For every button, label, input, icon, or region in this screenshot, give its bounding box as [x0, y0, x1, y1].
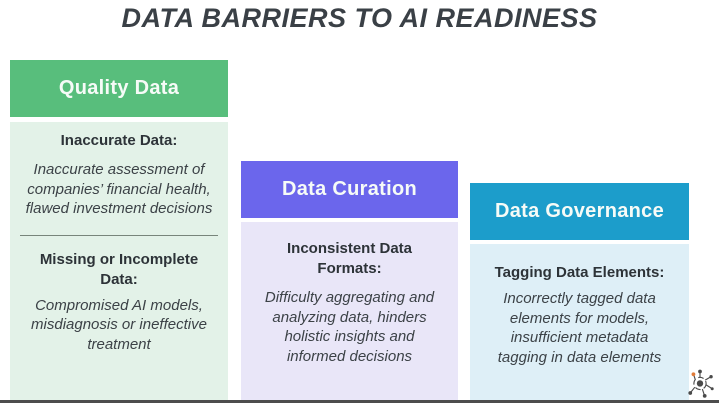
column-header-data-curation: Data Curation	[241, 161, 458, 218]
section-heading: Inaccurate Data:	[60, 132, 178, 149]
section-text: Inaccurate assessment of companies’ fina…	[25, 161, 213, 217]
section-text: Difficulty aggregating and analyzing dat…	[264, 289, 435, 365]
section-divider	[20, 234, 218, 236]
column-body-data-curation: Inconsistent Data Formats: Difficulty ag…	[241, 222, 458, 400]
barrier-column-data-governance: Data Governance Tagging Data Elements: I…	[470, 0, 689, 407]
column-header-data-governance: Data Governance	[470, 183, 689, 240]
page-title: DATA BARRIERS TO AI READINESS	[121, 3, 598, 33]
column-header-quality-data: Quality Data	[10, 60, 228, 117]
section-heading: Tagging Data Elements:	[494, 264, 665, 281]
column-body-quality-data: Inaccurate Data: Inaccurate assessment o…	[10, 122, 228, 400]
column-body-data-governance: Tagging Data Elements: Incorrectly tagge…	[470, 244, 689, 400]
section-text: Incorrectly tagged data elements for mod…	[497, 290, 662, 366]
network-logo-icon	[688, 369, 714, 398]
bottom-rule	[0, 400, 719, 403]
accent-node	[691, 372, 696, 377]
section-heading: Missing or Incomplete Data:	[39, 250, 199, 288]
barrier-column-data-curation: Data Curation Inconsistent Data Formats:…	[241, 0, 458, 407]
section-heading: Inconsistent Data Formats:	[286, 240, 413, 277]
section-text: Compromised AI models, misdiagnosis or i…	[31, 296, 207, 353]
barrier-column-quality-data: Quality Data Inaccurate Data: Inaccurate…	[10, 0, 228, 407]
